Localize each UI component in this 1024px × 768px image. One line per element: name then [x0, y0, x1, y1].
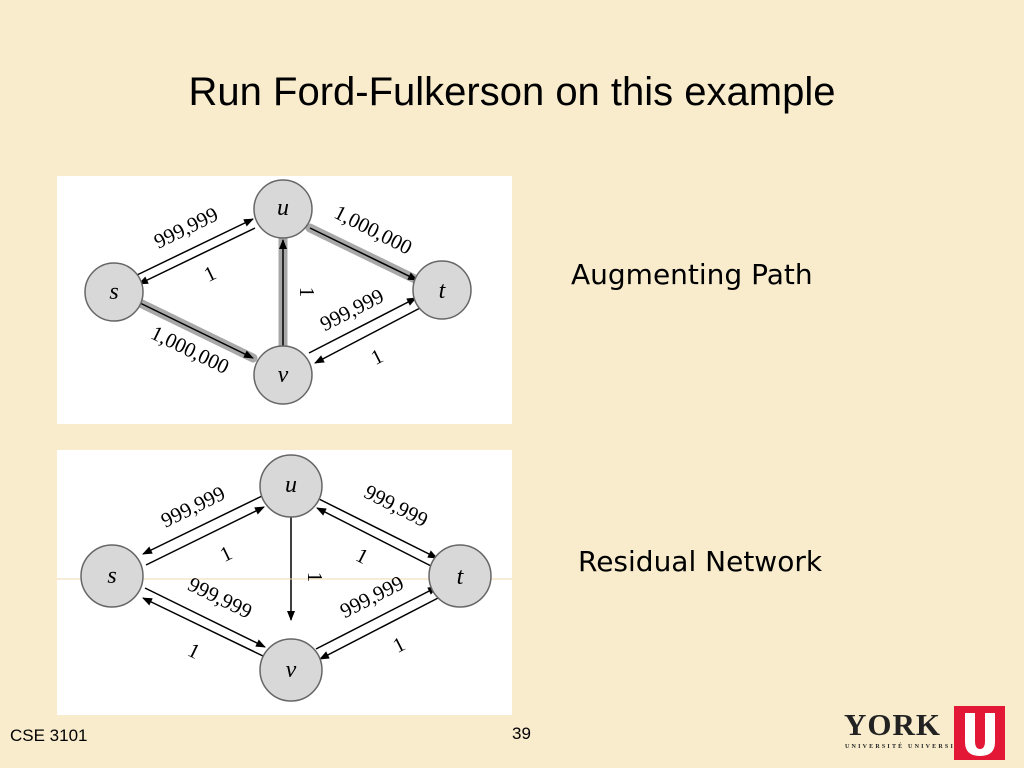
logo-u-mark-icon: [965, 713, 995, 756]
slide-title: Run Ford-Fulkerson on this example: [188, 70, 836, 114]
node-t: [412, 260, 472, 320]
edge-u-t-label: 1,000,000: [330, 200, 416, 260]
edge-u-t: [309, 227, 418, 281]
logo-wordmark: YORK: [844, 707, 941, 742]
edge-t-v: [319, 596, 441, 660]
edge-v-t: [315, 586, 438, 650]
node-s-label: s: [107, 563, 116, 589]
edge-v-u-label: 1: [295, 287, 319, 298]
node-t-label: t: [439, 278, 447, 304]
node-s: [80, 544, 144, 608]
page-number: 39: [512, 724, 531, 743]
edge-s-u-label: 999,999: [150, 202, 222, 253]
edge-v-t: [308, 297, 417, 354]
edge-u-v-label: 1: [303, 572, 327, 583]
edge-t-u-label: 1: [352, 543, 372, 569]
node-t: [428, 544, 492, 608]
edge-u-s-label: 999,999: [157, 481, 229, 532]
york-university-logo: YORK UNIVERSITÉ UNIVERSITY: [842, 705, 1007, 761]
edge-s-u-label: 1: [216, 541, 236, 567]
node-u: [259, 454, 323, 518]
node-t-label: t: [457, 564, 465, 590]
node-s: [84, 262, 144, 322]
edge-v-t-label: 999,999: [336, 571, 408, 623]
edge-t-u: [316, 507, 436, 569]
node-u-label: u: [277, 195, 289, 221]
edge-u-s: [142, 495, 263, 555]
augmenting-path-caption: Augmenting Path: [571, 258, 813, 291]
course-code: CSE 3101: [10, 726, 88, 745]
edge-v-s-label: 1: [184, 638, 204, 664]
edge-v-t-label: 999,999: [316, 284, 388, 336]
edge-v-s: [142, 597, 264, 657]
node-v-label: v: [278, 362, 289, 388]
node-v: [259, 638, 323, 702]
edge-u-s-label: 1: [200, 261, 220, 287]
edge-t-v-label: 1: [367, 344, 387, 370]
node-v-label: v: [286, 657, 297, 683]
edge-s-v-label: 999,999: [184, 572, 256, 623]
augmenting-path-diagram: s u v t 999,999 1 1,000,000 1,000,000 1 …: [57, 176, 512, 424]
node-s-label: s: [109, 279, 118, 305]
residual-network-diagram: s u v t 999,999 1 999,999 1 1 999,999 1 …: [57, 450, 512, 715]
edge-s-u: [136, 218, 254, 276]
edge-u-s: [138, 227, 256, 285]
node-u-label: u: [285, 472, 297, 498]
edge-s-v: [139, 302, 254, 359]
edge-t-v-label: 1: [389, 632, 409, 658]
edge-u-t-label: 999,999: [360, 480, 432, 532]
edge-s-u: [145, 506, 265, 566]
edge-s-v: [144, 587, 266, 648]
edge-u-t: [316, 497, 438, 559]
logo-subtext: UNIVERSITÉ UNIVERSITY: [845, 742, 968, 750]
node-u: [253, 179, 313, 239]
edge-t-v: [314, 306, 423, 364]
node-v: [253, 345, 313, 405]
residual-network-caption: Residual Network: [578, 545, 823, 578]
